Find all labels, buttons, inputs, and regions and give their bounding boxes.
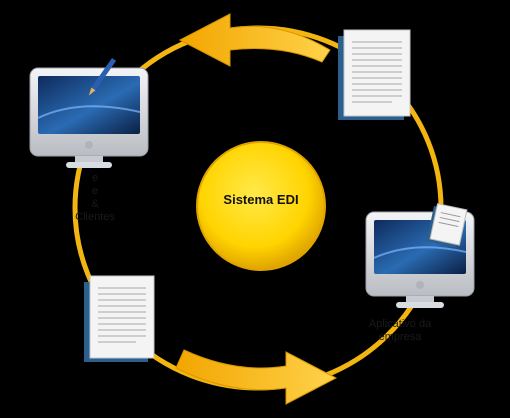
computer-monitor-icon xyxy=(365,211,475,308)
circular-arrow-icon xyxy=(175,349,338,405)
document-stack-icon xyxy=(84,275,155,362)
right-node-caption: Aplicativo da empresa xyxy=(355,318,445,344)
left-caption-line: e xyxy=(91,172,99,184)
left-caption-line: e xyxy=(91,185,99,197)
pen-icon xyxy=(88,58,117,96)
document-stack-icon xyxy=(338,29,411,120)
left-caption-line: Clientes xyxy=(75,211,115,223)
center-label: Sistema EDI xyxy=(223,192,299,207)
document-stack-icon xyxy=(426,203,468,248)
center-node xyxy=(196,141,326,271)
computer-monitor-icon xyxy=(29,67,149,168)
right-caption-line: empresa xyxy=(378,331,422,343)
circular-arrow-icon xyxy=(178,13,331,67)
left-caption-line: & xyxy=(91,198,99,210)
right-caption-line: Aplicativo da xyxy=(368,318,432,330)
left-node-caption: e e & Clientes xyxy=(60,172,130,224)
